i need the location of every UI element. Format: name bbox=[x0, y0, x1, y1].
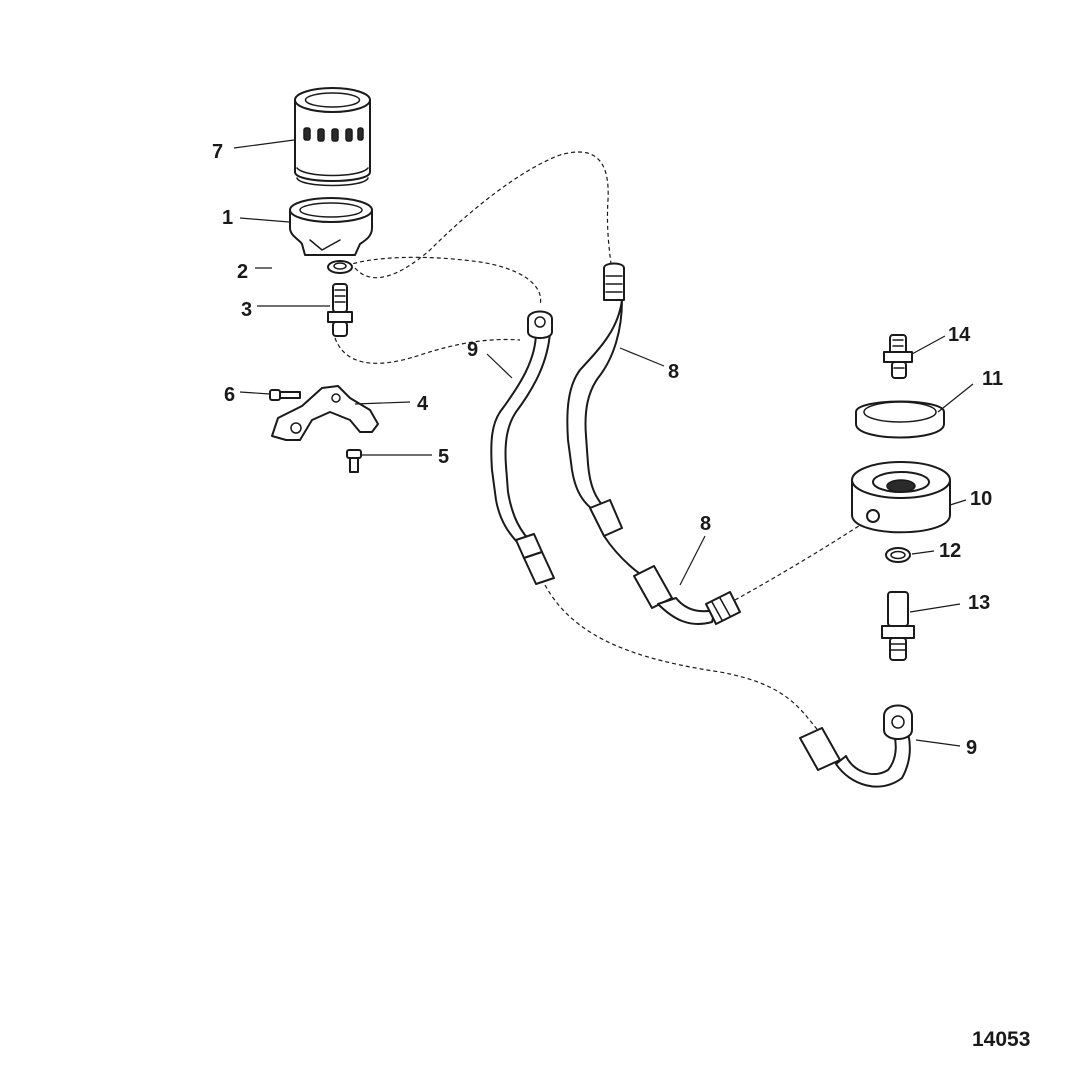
callout-2: 2 bbox=[237, 261, 248, 283]
callout-12: 12 bbox=[939, 540, 961, 562]
bracket-screw-small bbox=[269, 389, 301, 401]
threaded-connector bbox=[881, 591, 915, 661]
adapter-housing bbox=[851, 461, 951, 534]
callout-6: 6 bbox=[224, 384, 235, 406]
callout-10: 10 bbox=[970, 488, 992, 510]
callout-9-lower: 9 bbox=[966, 737, 977, 759]
figure-number: 14053 bbox=[972, 1028, 1030, 1051]
callout-14: 14 bbox=[948, 324, 971, 346]
oil-hose-8 bbox=[566, 262, 741, 625]
callout-3: 3 bbox=[241, 299, 252, 321]
callout-1: 1 bbox=[222, 207, 233, 229]
gasket-ring bbox=[855, 400, 945, 439]
threaded-nipple bbox=[327, 283, 353, 337]
mounting-bracket bbox=[271, 385, 379, 441]
assembly-guide-lines bbox=[334, 151, 869, 736]
callout-8-lower: 8 bbox=[700, 513, 711, 535]
oil-hose-9 bbox=[490, 310, 913, 788]
callout-13: 13 bbox=[968, 592, 990, 614]
o-ring bbox=[885, 547, 911, 563]
callout-9-upper: 9 bbox=[467, 339, 478, 361]
elbow-fitting bbox=[883, 334, 913, 379]
callout-5: 5 bbox=[438, 446, 449, 468]
oil-filter bbox=[294, 87, 371, 187]
callout-8-upper: 8 bbox=[668, 361, 679, 383]
callout-leader-lines bbox=[233, 139, 974, 747]
callout-11: 11 bbox=[982, 368, 1003, 390]
callout-4: 4 bbox=[417, 393, 429, 415]
callout-labels: 7 1 2 3 6 4 5 9 8 8 14 11 10 12 13 9 bbox=[212, 141, 1003, 759]
sealing-washer bbox=[327, 260, 353, 274]
filter-adapter bbox=[289, 197, 373, 256]
callout-7: 7 bbox=[212, 141, 223, 163]
bracket-screw bbox=[346, 449, 362, 473]
